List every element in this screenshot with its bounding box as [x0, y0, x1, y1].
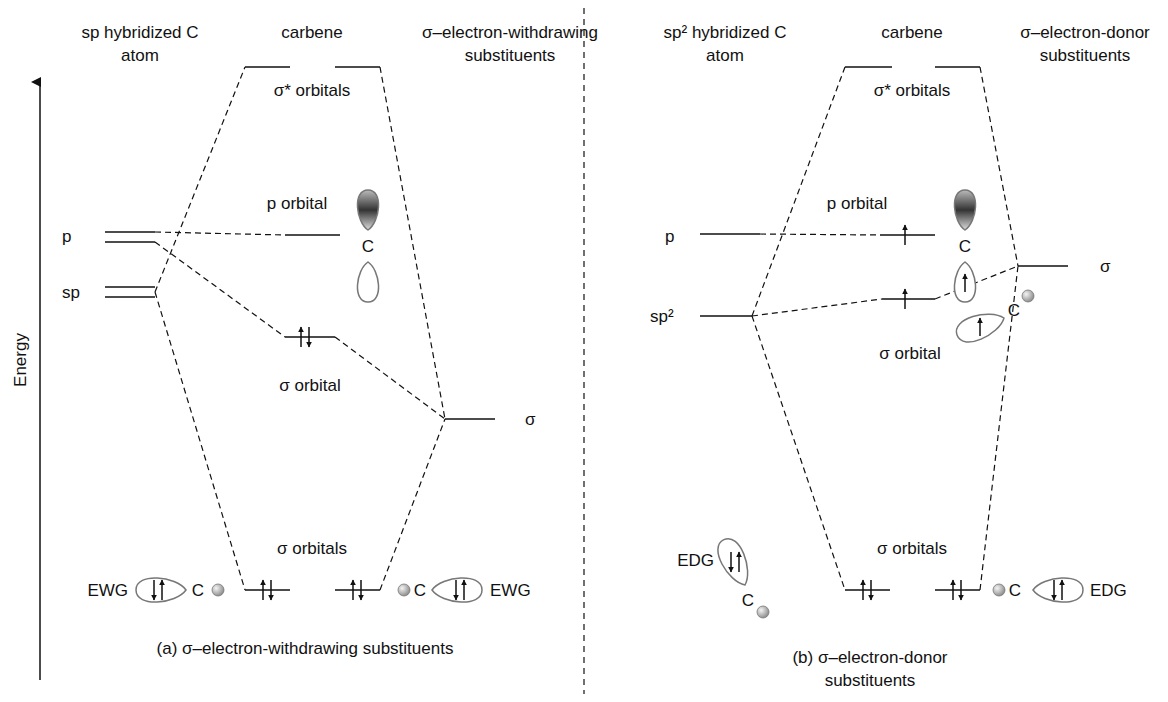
atom-symbol: C — [192, 579, 204, 602]
orbital-label: σ* orbitals — [874, 79, 951, 102]
level-label: σ — [1100, 255, 1111, 278]
panel-divider — [583, 8, 584, 694]
level-label: sp — [62, 281, 80, 304]
atom-label: sp hybridized C atom — [75, 21, 205, 67]
atom-symbol: C — [414, 579, 426, 602]
orbital-label: p orbital — [827, 192, 887, 215]
atom-symbol: C — [1009, 579, 1021, 602]
substituent-label: EWG — [490, 579, 531, 602]
orbital-label: p orbital — [267, 192, 327, 215]
orbital-label: σ orbitals — [277, 537, 347, 560]
substituent-atoms — [212, 290, 1034, 618]
correlation-lines — [155, 67, 445, 590]
substituent-label: EDG — [1090, 579, 1127, 602]
atom-symbol: C — [1008, 299, 1020, 322]
substituent-label: EWG — [87, 579, 128, 602]
orbital-label: σ orbitals — [877, 537, 947, 560]
level-label: σ — [525, 408, 536, 431]
atom-symbol: C — [362, 235, 374, 258]
column-heading: σ–electron-donor substituents — [1000, 21, 1168, 67]
electron-arrows — [154, 225, 1062, 600]
correlation-lines — [752, 67, 1018, 590]
orbital-lobes — [136, 190, 1083, 602]
level-label: p — [62, 225, 71, 248]
orbital-label: σ orbital — [879, 342, 941, 365]
atom-symbol: C — [742, 589, 754, 612]
orbital-label: σ* orbitals — [274, 79, 351, 102]
level-label: sp² — [650, 305, 674, 328]
column-heading: carbene — [881, 21, 942, 44]
panel-caption: (a) σ–electron-withdrawing substituents — [157, 637, 454, 660]
energy-levels — [700, 67, 1068, 590]
column-heading: carbene — [281, 21, 342, 44]
column-heading: σ–electron-withdrawing substituents — [390, 21, 630, 67]
energy-axis — [39, 82, 41, 680]
atom-symbol: C — [959, 235, 971, 258]
substituent-label: EDG — [677, 549, 714, 572]
level-label: p — [665, 225, 674, 248]
atom-label: sp² hybridized C atom — [655, 21, 795, 67]
axis-label: Energy — [9, 333, 32, 387]
orbital-label: σ orbital — [279, 374, 341, 397]
energy-levels — [105, 67, 495, 590]
panel-caption: (b) σ–electron-donor substituents — [760, 646, 980, 692]
